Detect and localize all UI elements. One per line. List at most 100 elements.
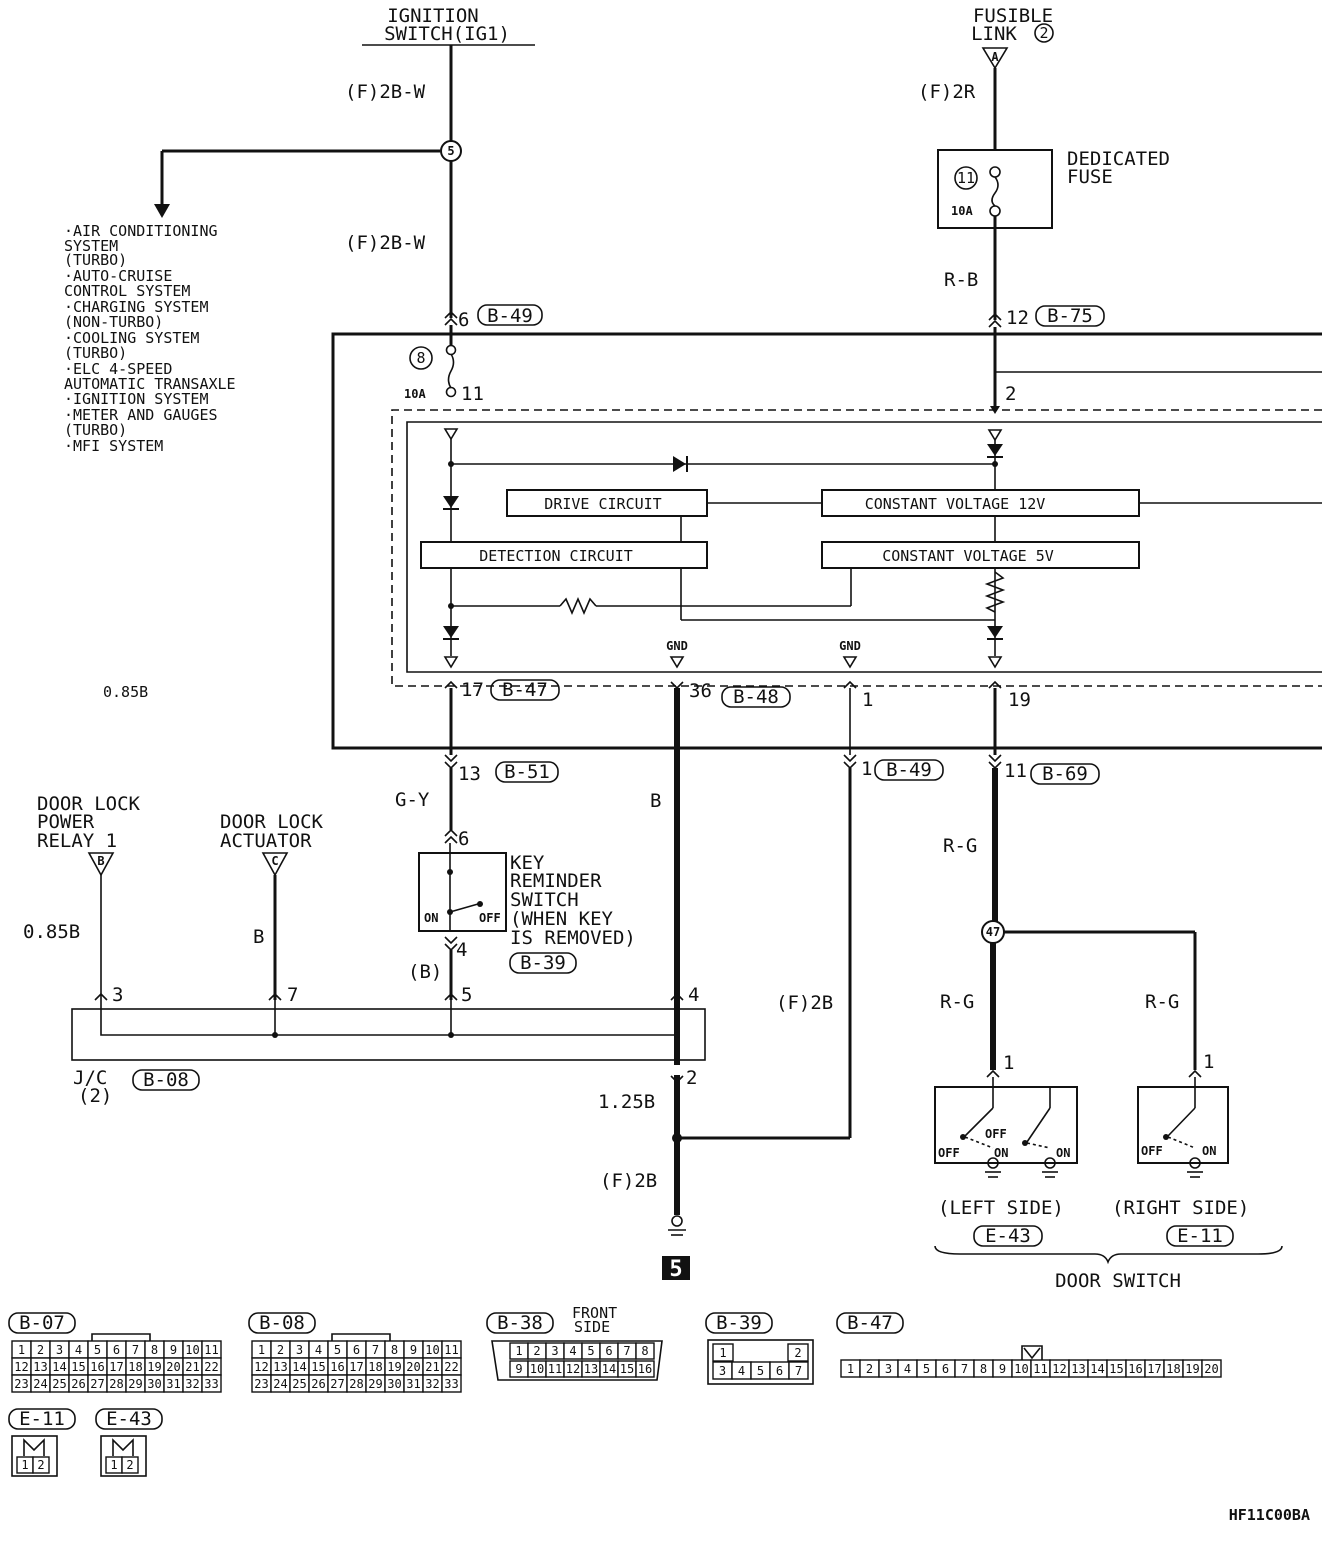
svg-text:5: 5 [669, 1257, 682, 1282]
pin-label: 10 [185, 1343, 199, 1357]
pin-label: 8 [391, 1343, 398, 1357]
pin-label: 27 [90, 1377, 104, 1391]
pin-label: 8 [641, 1344, 648, 1358]
pin-label: 2 [533, 1344, 540, 1358]
pin-label: 15 [620, 1362, 634, 1376]
svg-text:B: B [97, 854, 104, 868]
svg-text:IS REMOVED): IS REMOVED) [510, 927, 636, 949]
svg-text:6: 6 [458, 309, 469, 331]
svg-text:3: 3 [112, 984, 123, 1006]
svg-text:SYSTEM: SYSTEM [64, 237, 118, 255]
pin-label: 12 [1052, 1362, 1066, 1376]
pin-label: 16 [638, 1362, 652, 1376]
junction-connector: 3 7 5 4 J/C B-08 (2) [71, 984, 706, 1107]
svg-text:36: 36 [689, 680, 712, 702]
pin-label: 6 [942, 1362, 949, 1376]
svg-text:POWER: POWER [37, 811, 95, 833]
pin-label: 24 [33, 1377, 47, 1391]
svg-text:AUTOMATIC TRANSAXLE: AUTOMATIC TRANSAXLE [64, 375, 236, 393]
pin-label: 16 [90, 1360, 104, 1374]
door-lock-actuator: DOOR LOCK ACTUATOR C B [220, 811, 324, 1000]
pin-label: 15 [1109, 1362, 1123, 1376]
pin-label: 12 [14, 1360, 28, 1374]
svg-text:4: 4 [456, 939, 467, 961]
pin-label: 24 [273, 1377, 287, 1391]
svg-text:DOOR SWITCH: DOOR SWITCH [1055, 1270, 1181, 1292]
pin-label: 2 [126, 1458, 133, 1472]
svg-text:10A: 10A [404, 387, 426, 401]
pin-label: 11 [204, 1343, 218, 1357]
svg-text:SIDE: SIDE [574, 1318, 610, 1336]
pin-label: 20 [1204, 1362, 1218, 1376]
svg-text:12: 12 [1006, 307, 1029, 329]
svg-text:11: 11 [461, 383, 484, 405]
control-unit: 6 B-49 12 B-75 8 10A 11 2 DRI [331, 304, 1322, 1065]
svg-text:B-48: B-48 [733, 686, 779, 708]
pin-label: 32 [185, 1377, 199, 1391]
svg-text:(NON-TURBO): (NON-TURBO) [64, 313, 163, 331]
pin-label: 13 [273, 1360, 287, 1374]
svg-text:B-08: B-08 [143, 1069, 189, 1091]
svg-text:·IGNITION SYSTEM: ·IGNITION SYSTEM [64, 390, 209, 408]
pin-label: 22 [204, 1360, 218, 1374]
pin-label: 7 [961, 1362, 968, 1376]
svg-text:1: 1 [1203, 1051, 1214, 1073]
pin-label: 7 [623, 1344, 630, 1358]
pin-label: 31 [166, 1377, 180, 1391]
svg-text:(WHEN KEY: (WHEN KEY [510, 908, 614, 930]
pin-label: 6 [776, 1364, 783, 1378]
ignition-feed: (F)2B-W (F)2B-W 5 [154, 45, 462, 318]
pin-label: 14 [52, 1360, 66, 1374]
pin-label: 2 [866, 1362, 873, 1376]
svg-text:B-49: B-49 [886, 759, 932, 781]
pin-label: 7 [372, 1343, 379, 1357]
svg-text:G-Y: G-Y [395, 789, 430, 811]
svg-text:DOOR LOCK: DOOR LOCK [37, 793, 141, 815]
svg-text:B-39: B-39 [520, 952, 566, 974]
pin-label: 21 [185, 1360, 199, 1374]
pin-label: 17 [1147, 1362, 1161, 1376]
pin-label: 7 [132, 1343, 139, 1357]
pin-label: 6 [605, 1344, 612, 1358]
svg-text:FUSE: FUSE [1067, 166, 1113, 188]
pin-label: 19 [387, 1360, 401, 1374]
pin-label: 14 [602, 1362, 616, 1376]
svg-text:FUSIBLE: FUSIBLE [973, 5, 1053, 27]
svg-text:·MFI SYSTEM: ·MFI SYSTEM [64, 437, 163, 455]
pin-label: 25 [52, 1377, 66, 1391]
svg-text:GND: GND [839, 639, 861, 653]
svg-text:OFF: OFF [479, 911, 501, 925]
pin-label: 9 [410, 1343, 417, 1357]
pin-label: 9 [515, 1362, 522, 1376]
pin-label: 10 [425, 1343, 439, 1357]
svg-text:B-47: B-47 [847, 1312, 893, 1334]
svg-text:ON: ON [424, 911, 438, 925]
svg-text:B-75: B-75 [1047, 305, 1093, 327]
svg-text:47: 47 [986, 925, 1000, 939]
pin-label: 16 [1128, 1362, 1142, 1376]
pin-label: 9 [999, 1362, 1006, 1376]
pin-label: 31 [406, 1377, 420, 1391]
pin-label: 19 [1185, 1362, 1199, 1376]
svg-text:B-51: B-51 [504, 761, 550, 783]
door-switch-left: OFF OFF ON ON (LEFT SIDE) E-43 [934, 1077, 1078, 1247]
svg-text:B: B [253, 926, 264, 948]
svg-text:10A: 10A [951, 204, 973, 218]
pin-label: 4 [315, 1343, 322, 1357]
pin-label: 14 [1090, 1362, 1104, 1376]
pin-label: 5 [94, 1343, 101, 1357]
pin-label: 8 [980, 1362, 987, 1376]
pin-label: 3 [296, 1343, 303, 1357]
pin-label: 26 [311, 1377, 325, 1391]
svg-text:(LEFT SIDE): (LEFT SIDE) [938, 1197, 1064, 1219]
pin-label: 27 [330, 1377, 344, 1391]
ignition-switch-label: IGNITION SWITCH(IG1) [362, 5, 535, 46]
svg-text:8: 8 [416, 349, 425, 367]
pin-label: 6 [353, 1343, 360, 1357]
drive-circuit: DRIVE CIRCUIT [544, 495, 661, 513]
pin-label: 9 [170, 1343, 177, 1357]
svg-text:7: 7 [287, 984, 298, 1006]
